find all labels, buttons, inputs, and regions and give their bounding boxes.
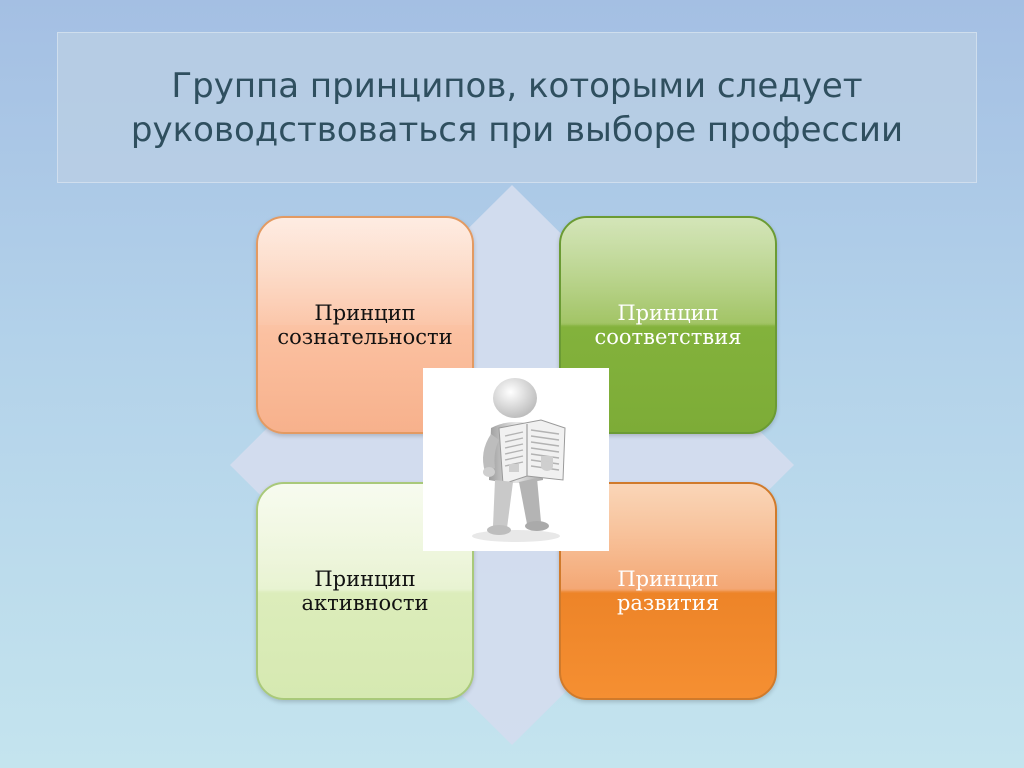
card-conformity-principle: Принцип соответствия [559,216,777,434]
card-label-line2: соответствия [594,325,742,349]
slide-title: Группа принципов, которыми следует руков… [130,65,904,150]
card-label-line2: активности [301,591,429,615]
card-label-line1: Принцип [314,567,416,591]
title-box: Группа принципов, которыми следует руков… [57,32,977,183]
card-label-line2: развития [616,591,720,615]
card-label-line1: Принцип [314,301,416,325]
card-development-principle: Принцип развития [559,482,777,700]
card-label-line1: Принцип [617,301,719,325]
card-label-line1: Принцип [617,567,719,591]
card-label-line2: сознательности [277,325,453,349]
figure-reading-newspaper-icon [423,368,609,551]
